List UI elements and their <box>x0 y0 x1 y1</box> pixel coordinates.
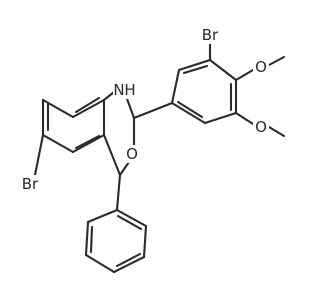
ring-phenyl-bond-1 <box>86 208 119 224</box>
bond-methyl-lower <box>267 125 286 138</box>
bond-br-left <box>33 133 45 177</box>
ring-aryl-bond-2 <box>177 58 212 72</box>
atom-label-br-left: Br <box>22 175 39 193</box>
ring-left-bond-1 <box>71 98 106 119</box>
ring-phenyl-bond-4 <box>112 255 146 274</box>
bond-o-upper <box>234 68 255 82</box>
ring-aryl-double-3 <box>176 100 204 119</box>
ring-phenyl-bond-3 <box>84 253 116 274</box>
bond-c8a-n <box>102 90 116 102</box>
atom-label-o-methoxy-lower: O <box>255 118 267 136</box>
ring-left-bond-4 <box>41 133 75 154</box>
label-backdrop-nh <box>113 81 141 99</box>
atom-label-br-top: Br <box>202 26 219 44</box>
molecule-structure-diagram: Br O O N H O Br <box>15 26 286 274</box>
ring-left-bond-6 <box>41 98 75 119</box>
bond-methyl-upper <box>267 55 286 67</box>
ring-phenyl-bond-2 <box>84 220 90 257</box>
bond-c4-phenyl <box>115 173 122 212</box>
atom-labels: Br O O N H O Br <box>15 26 269 193</box>
bond-lines <box>33 42 286 274</box>
ring-left-double-1 <box>74 96 101 114</box>
ring-phenyl-double-3 <box>116 214 143 231</box>
atom-label-o-methoxy-upper: O <box>255 58 267 76</box>
bond-n-c2 <box>124 94 136 120</box>
ring-aryl-bond-5 <box>203 111 238 125</box>
ring-phenyl-double-2 <box>115 252 142 268</box>
ring-phenyl-double-1 <box>89 225 94 254</box>
atom-label-n: N <box>113 81 124 99</box>
bond-o-lower <box>234 111 255 126</box>
ring-phenyl-bond-6 <box>115 208 148 228</box>
label-backdrop-br-left <box>15 175 45 193</box>
ring-left-double-2 <box>74 134 101 150</box>
ring-aryl-double-1 <box>182 64 209 75</box>
ring-left-bond-3 <box>71 133 106 154</box>
atom-label-o-ring: O <box>126 145 138 163</box>
ring-aryl-bond-6 <box>170 101 207 125</box>
bond-c2-aryl <box>132 101 174 120</box>
ring-phenyl-bond-5 <box>142 224 148 259</box>
label-backdrop-o-upper <box>253 58 269 76</box>
label-backdrop-o-ring <box>124 145 140 163</box>
label-backdrop-br-top <box>197 26 225 44</box>
atom-label-n-hydrogen: H <box>124 81 135 99</box>
bond-o-c4 <box>118 160 131 177</box>
ring-aryl-bond-1 <box>170 68 181 105</box>
bond-c4-c4a <box>102 133 122 177</box>
label-backdrop-o-lower <box>253 118 269 136</box>
ring-aryl-bond-3 <box>208 58 238 82</box>
